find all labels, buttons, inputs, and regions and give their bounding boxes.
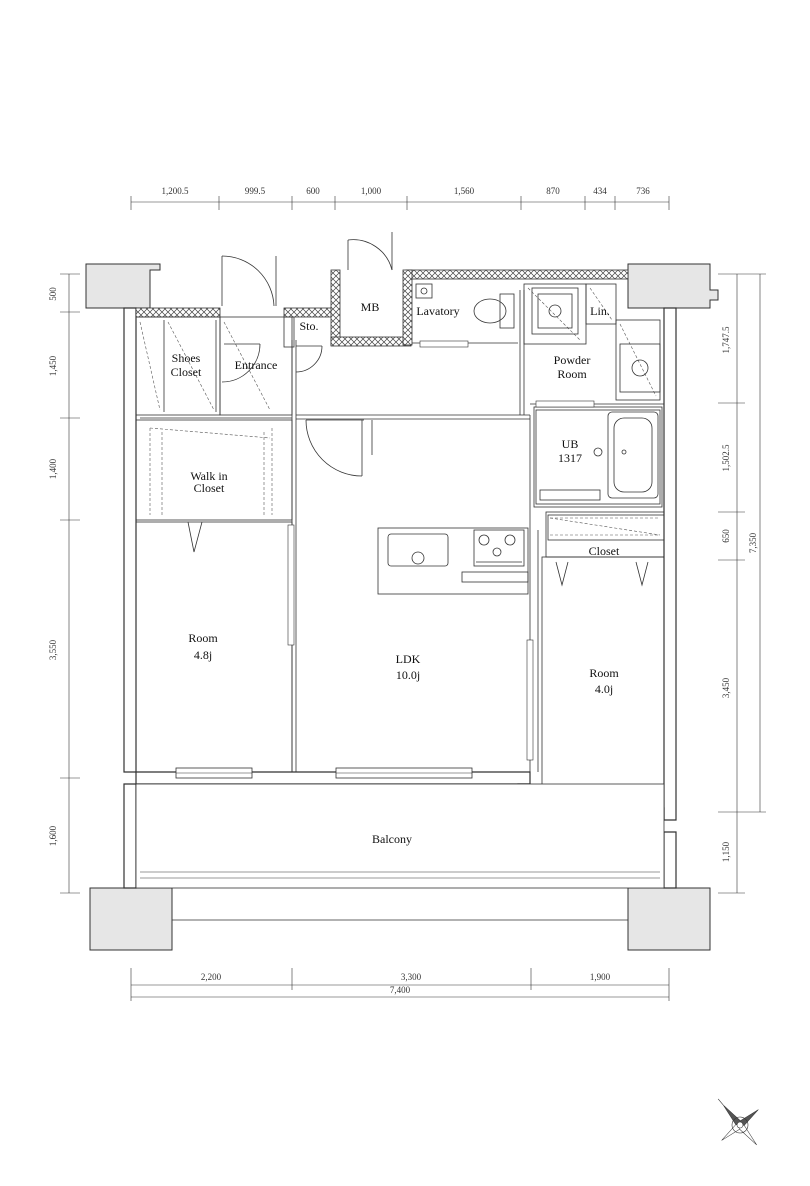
label-room-west-1: Room <box>188 631 218 645</box>
room-labels: Shoes Closet Entrance Sto. MB Lavatory L… <box>171 300 620 846</box>
label-room-west-2: 4.8j <box>194 648 212 662</box>
left-dim-5: 1,600 <box>48 825 58 846</box>
top-dim-5: 1,560 <box>454 186 475 196</box>
bathtub-icon <box>607 411 659 499</box>
top-dim-6: 870 <box>546 186 560 196</box>
label-ub-1: UB <box>562 437 579 451</box>
closet-dashed-lines <box>139 287 661 536</box>
mb-wall-hatch-left <box>330 269 341 346</box>
right-dim-2: 1,502.5 <box>721 444 731 472</box>
north-wall-hatch-1 <box>135 307 221 318</box>
bottom-dimension-line: 2,200 3,300 1,900 7,400 <box>130 968 670 1001</box>
bottom-dim-1: 2,200 <box>201 972 222 982</box>
label-room-east-1: Room <box>589 666 619 680</box>
kitchen-sink-icon <box>387 533 449 567</box>
right-dim-3: 650 <box>721 529 731 543</box>
label-ub-2: 1317 <box>558 451 582 465</box>
top-dim-4: 1,000 <box>361 186 382 196</box>
fixtures <box>151 283 661 885</box>
top-dim-8: 736 <box>636 186 650 196</box>
label-walkin-closet-1: Walk in <box>190 469 227 483</box>
top-dim-2: 999.5 <box>245 186 266 196</box>
left-dim-4: 3,550 <box>48 639 58 660</box>
label-balcony: Balcony <box>372 832 412 846</box>
label-ldk-2: 10.0j <box>396 668 420 682</box>
label-entrance: Entrance <box>235 358 278 372</box>
washing-machine-icon <box>531 287 579 335</box>
left-dimension-line: 500 1,450 1,400 3,550 1,600 <box>48 273 80 894</box>
sink-icon <box>415 283 433 299</box>
label-powder-room-2: Room <box>557 367 587 381</box>
top-dim-3: 600 <box>306 186 320 196</box>
toilet-icon <box>473 293 515 329</box>
right-dim-total: 7,350 <box>748 532 758 553</box>
label-mb: MB <box>361 300 380 314</box>
doors <box>187 232 649 587</box>
top-dim-1: 1,200.5 <box>162 186 190 196</box>
balcony <box>135 783 665 921</box>
right-dim-5: 1,150 <box>721 841 731 862</box>
label-powder-room-1: Powder <box>554 353 591 367</box>
north-wall-hatch-3 <box>405 269 629 280</box>
left-dim-2: 1,450 <box>48 355 58 376</box>
mb-wall-hatch-bottom <box>330 336 412 347</box>
bottom-dim-total: 7,400 <box>390 985 411 995</box>
label-shoes-closet-2: Closet <box>171 365 202 379</box>
compass-rose-icon <box>717 1098 759 1146</box>
left-dim-3: 1,400 <box>48 458 58 479</box>
label-lavatory: Lavatory <box>416 304 459 318</box>
bottom-dim-2: 3,300 <box>401 972 422 982</box>
top-dim-7: 434 <box>593 186 607 196</box>
label-ldk-1: LDK <box>396 652 421 666</box>
bottom-dim-3: 1,900 <box>590 972 611 982</box>
top-dimension-line: 1,200.5 999.5 600 1,000 1,560 870 434 73… <box>130 186 670 210</box>
mb-wall-hatch-right <box>402 269 413 346</box>
label-shoes-closet-1: Shoes <box>172 351 201 365</box>
stove-icon <box>473 529 525 567</box>
shower-icon <box>539 447 603 501</box>
right-dimension-line: 1,747.5 1,502.5 650 3,450 1,150 7,350 <box>718 273 766 894</box>
label-sto: Sto. <box>299 319 318 333</box>
label-closet: Closet <box>589 544 620 558</box>
label-walkin-closet-2: Closet <box>194 481 225 495</box>
label-room-east-2: 4.0j <box>595 682 613 696</box>
left-dim-1: 500 <box>48 287 58 301</box>
north-wall-hatch-2 <box>283 307 335 318</box>
right-dim-4: 3,450 <box>721 677 731 698</box>
label-lin: Lin. <box>590 304 610 318</box>
right-dim-1: 1,747.5 <box>721 326 731 354</box>
structural-columns <box>85 263 719 951</box>
vanity-icon <box>619 343 661 393</box>
